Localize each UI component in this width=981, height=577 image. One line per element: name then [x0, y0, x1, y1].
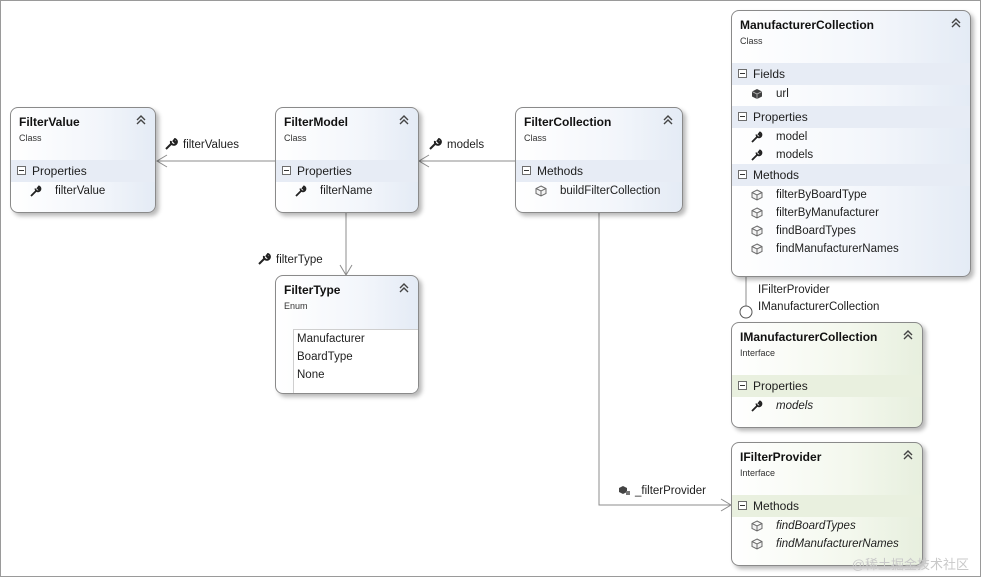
member-row[interactable]: findBoardTypes	[732, 222, 970, 240]
method-cube-icon	[751, 207, 763, 219]
class-stereotype: Class	[284, 133, 307, 143]
class-stereotype: Class	[524, 133, 547, 143]
interface-ifilterprovider[interactable]: IFilterProvider Interface Methods findBo…	[731, 442, 923, 566]
collapse-section-icon[interactable]	[282, 166, 291, 175]
collapse-section-icon[interactable]	[738, 381, 747, 390]
class-stereotype: Class	[19, 133, 42, 143]
enum-filtertype[interactable]: FilterType Enum Manufacturer BoardType N…	[275, 275, 419, 394]
class-header: IManufacturerCollection Interface	[732, 323, 922, 375]
class-title: IManufacturerCollection	[740, 330, 878, 344]
member-row[interactable]: url	[732, 85, 970, 103]
collapse-chevron-icon[interactable]	[902, 448, 914, 460]
enum-value[interactable]: BoardType	[297, 351, 353, 363]
class-header: FilterValue Class	[11, 108, 155, 160]
field-icon	[751, 88, 763, 100]
class-title: FilterType	[284, 283, 341, 297]
enum-values-list: Manufacturer BoardType None	[293, 329, 418, 393]
interface-imanufacturercollection[interactable]: IManufacturerCollection Interface Proper…	[731, 322, 923, 428]
class-header: FilterType Enum	[276, 276, 418, 328]
class-filtercollection[interactable]: FilterCollection Class Methods buildFilt…	[515, 107, 683, 213]
collapse-section-icon[interactable]	[738, 69, 747, 78]
arrowhead-filtervalues	[156, 154, 168, 168]
member-row[interactable]: filterName	[276, 182, 418, 200]
section-header-properties[interactable]: Properties	[11, 160, 155, 182]
member-row[interactable]: model	[732, 128, 970, 146]
class-stereotype: Enum	[284, 301, 308, 311]
class-title: IFilterProvider	[740, 450, 822, 464]
member-row[interactable]: filterByBoardType	[732, 186, 970, 204]
collapse-section-icon[interactable]	[522, 166, 531, 175]
member-row[interactable]: findManufacturerNames	[732, 535, 922, 553]
collapse-section-icon[interactable]	[738, 112, 747, 121]
connector-filterprovider	[598, 213, 731, 506]
collapse-chevron-icon[interactable]	[398, 113, 410, 125]
member-row[interactable]: models	[732, 146, 970, 164]
method-cube-icon	[751, 520, 763, 532]
association-label-filtertype: filterType	[258, 252, 323, 266]
collapse-chevron-icon[interactable]	[662, 113, 674, 125]
lollipop-circle	[739, 305, 753, 319]
enum-value[interactable]: None	[297, 369, 325, 381]
class-filtermodel[interactable]: FilterModel Class Properties filterName	[275, 107, 419, 213]
member-row[interactable]: filterByManufacturer	[732, 204, 970, 222]
arrowhead-models	[418, 154, 430, 168]
class-title: FilterValue	[19, 115, 80, 129]
method-cube-icon	[535, 185, 547, 197]
section-header-properties[interactable]: Properties	[732, 375, 922, 397]
method-cube-icon	[751, 225, 763, 237]
wrench-icon	[165, 137, 179, 150]
class-title: FilterModel	[284, 115, 349, 129]
wrench-icon	[751, 400, 763, 412]
class-header: IFilterProvider Interface	[732, 443, 922, 495]
wrench-icon	[258, 252, 272, 265]
watermark: @稀土掘金技术社区	[851, 557, 969, 572]
wrench-icon	[295, 185, 307, 197]
method-cube-icon	[751, 243, 763, 255]
wrench-icon	[429, 137, 443, 150]
enum-value[interactable]: Manufacturer	[297, 333, 365, 345]
class-header: FilterModel Class	[276, 108, 418, 160]
wrench-icon	[751, 149, 763, 161]
collapse-chevron-icon[interactable]	[398, 281, 410, 293]
association-label-filterprovider: _filterProvider	[617, 484, 706, 497]
class-stereotype: Interface	[740, 348, 776, 358]
association-label-models: models	[429, 137, 484, 151]
collapse-chevron-icon[interactable]	[135, 113, 147, 125]
lollipop-label-imanufacturercollection: IManufacturerCollection	[758, 301, 880, 313]
wrench-icon	[30, 185, 42, 197]
class-title: FilterCollection	[524, 115, 612, 129]
section-header-methods[interactable]: Methods	[732, 495, 922, 517]
private-field-icon	[617, 484, 631, 496]
class-manufacturercollection[interactable]: ManufacturerCollection Class Fields url …	[731, 10, 971, 277]
collapse-chevron-icon[interactable]	[950, 16, 962, 28]
member-row[interactable]: buildFilterCollection	[516, 182, 682, 200]
class-stereotype: Class	[740, 36, 763, 46]
method-cube-icon	[751, 538, 763, 550]
class-header: ManufacturerCollection Class	[732, 11, 970, 63]
section-header-properties[interactable]: Properties	[276, 160, 418, 182]
wrench-icon	[751, 131, 763, 143]
section-header-properties[interactable]: Properties	[732, 106, 970, 128]
member-row[interactable]: models	[732, 397, 922, 415]
class-title: ManufacturerCollection	[740, 18, 875, 32]
class-filtervalue[interactable]: FilterValue Class Properties filterValue	[10, 107, 156, 213]
class-stereotype: Interface	[740, 468, 776, 478]
lollipop-label-ifilterprovider: IFilterProvider	[758, 284, 830, 296]
section-header-fields[interactable]: Fields	[732, 63, 970, 85]
collapse-section-icon[interactable]	[738, 501, 747, 510]
section-header-methods[interactable]: Methods	[732, 164, 970, 186]
method-cube-icon	[751, 189, 763, 201]
member-row[interactable]: findManufacturerNames	[732, 240, 970, 258]
collapse-chevron-icon[interactable]	[902, 328, 914, 340]
section-header-methods[interactable]: Methods	[516, 160, 682, 182]
association-label-filtervalues: filterValues	[165, 137, 239, 151]
member-row[interactable]: findBoardTypes	[732, 517, 922, 535]
collapse-section-icon[interactable]	[17, 166, 26, 175]
member-row[interactable]: filterValue	[11, 182, 155, 200]
class-header: FilterCollection Class	[516, 108, 682, 160]
collapse-section-icon[interactable]	[738, 170, 747, 179]
